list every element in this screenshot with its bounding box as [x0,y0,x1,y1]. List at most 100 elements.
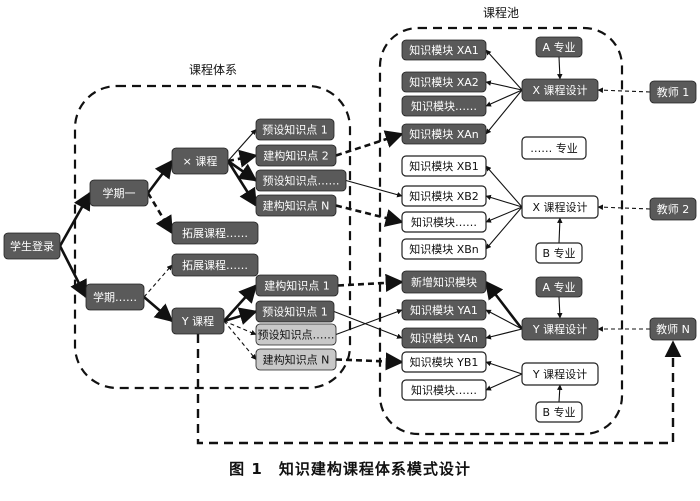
edge-y_preset_more-to-m_ya1 [335,309,403,336]
node-box [89,179,149,207]
edge-teacher_1-to-xdesign_1 [597,87,651,93]
node-box [401,270,487,294]
edges [58,49,682,445]
edge-teacher_2-to-xdesign_2 [597,204,651,210]
node-student-login: 学生登录 [3,232,61,260]
node-box [521,78,599,102]
node-teacher-2: 教师 2 [649,197,697,221]
node-ext-course-b: 拓展课程…… [171,253,259,277]
edge-x_course-to-x_preset_1 [227,129,257,162]
node-label: 知识模块 YAn [410,331,478,345]
node-ydesign-2: Y 课程设计 [521,362,599,386]
node-label: 建构知识点 N [263,353,330,367]
node-teacher-n: 教师 N [649,317,697,341]
node-m-xbn: 知识模块 XBn [401,238,487,260]
edge-x_preset_more-to-m_xb2 [345,179,403,198]
node-x-preset-1: 预设知识点 1 [255,118,335,141]
node-box [255,348,337,371]
node-m-yan: 知识模块 YAn [401,327,487,349]
edge-major_a_y-to-ydesign_1 [557,296,563,319]
node-major-b-x: B 专业 [535,242,583,264]
node-m-xa1: 知识模块 XA1 [401,39,487,61]
edge-y_course-to-y_construct_n [223,320,257,360]
node-ext-course-a: 拓展课程…… [171,221,259,245]
node-box [255,118,335,141]
edge-x_construct_n-to-m_xb_more [335,204,404,227]
node-label: 知识模块 XB2 [409,189,479,203]
node-label: 知识模块 XAn [409,127,479,141]
node-major-a-y: A 专业 [535,276,583,298]
node-label: 知识模块 YB1 [410,355,479,369]
node-box [521,362,599,386]
node-label: 拓展课程…… [182,258,248,272]
node-box [401,39,487,61]
node-m-yb1: 知识模块 YB1 [401,351,487,373]
node-xdesign-1: X 课程设计 [521,78,599,102]
figure-caption: 图 1 知识建构课程体系模式设计 [229,460,471,478]
node-box [171,147,229,175]
node-box [255,323,337,346]
node-ydesign-1: Y 课程设计 [521,317,599,341]
edge-x_course-to-x_construct_n [226,160,258,208]
node-label: 预设知识点 1 [262,305,328,319]
node-box [401,379,487,401]
node-box [535,36,583,58]
node-label: 知识模块 XA1 [409,43,479,57]
node-label: 建构知识点 N [263,199,330,213]
node-box [255,169,347,192]
node-box [255,274,339,297]
node-box [649,80,697,104]
node-label: 教师 2 [657,203,690,216]
edge-x_course-to-x_construct_2 [227,149,258,168]
course-system-boundary [73,84,352,390]
edge-y_course-to-y_preset_more [223,320,257,336]
node-label: B 专业 [542,405,575,419]
node-y-preset-more: 预设知识点…… [255,323,337,346]
node-label: 拓展课程…… [182,226,248,240]
node-semester-more: 学期…… [85,283,145,311]
node-m-ya1: 知识模块 YA1 [401,299,487,321]
node-label: A 专业 [542,280,575,294]
node-m-xa-more: 知识模块…… [401,95,487,117]
node-label: 教师 1 [657,86,690,99]
node-y-construct-1: 建构知识点 1 [255,274,339,297]
node-major-more: …… 专业 [521,136,587,160]
node-label: 教师 N [656,323,690,336]
node-m-new: 新增知识模块 [401,270,487,294]
edge-ydesign_1-to-m_new [484,280,524,330]
node-box [535,242,583,264]
edge-ydesign_2-to-m_yb_more [485,373,523,391]
edge-xdesign_2-to-m_xb_more [485,206,523,223]
node-label: Y 课程设计 [532,323,587,336]
node-box [401,299,487,321]
node-box [401,211,487,233]
node-xdesign-2: X 课程设计 [521,195,599,219]
edge-y_construct_1-to-m_new [337,273,404,292]
node-box [521,317,599,341]
node-teacher-1: 教师 1 [649,80,697,104]
edge-x_course-to-x_preset_more [227,159,258,182]
node-box [521,195,599,219]
node-box [535,401,583,423]
node-m-xa2: 知识模块 XA2 [401,71,487,93]
node-y-construct-n: 建构知识点 N [255,348,337,371]
node-m-xan: 知识模块 XAn [401,123,487,145]
node-m-xb-more: 知识模块…… [401,211,487,233]
course-pool-boundary [378,26,624,436]
edge-ydesign_1-to-m_yan [485,328,523,340]
node-label: 预设知识点…… [258,328,335,342]
edge-student_login-to-semester_1 [58,191,92,247]
node-box [171,253,259,277]
node-y-preset-1: 预设知识点 1 [255,300,335,323]
node-label: 知识模块 XB1 [409,159,479,173]
node-label: A 专业 [542,40,575,54]
edge-ydesign_2-to-m_yb1 [485,360,523,375]
node-label: …… 专业 [530,141,578,155]
node-box [401,238,487,260]
node-box [171,221,259,245]
edge-x_construct_2-to-m_xan [335,130,404,157]
edge-ydesign_1-to-m_ya1 [485,309,523,330]
node-box [401,327,487,349]
node-m-yb-more: 知识模块…… [401,379,487,401]
